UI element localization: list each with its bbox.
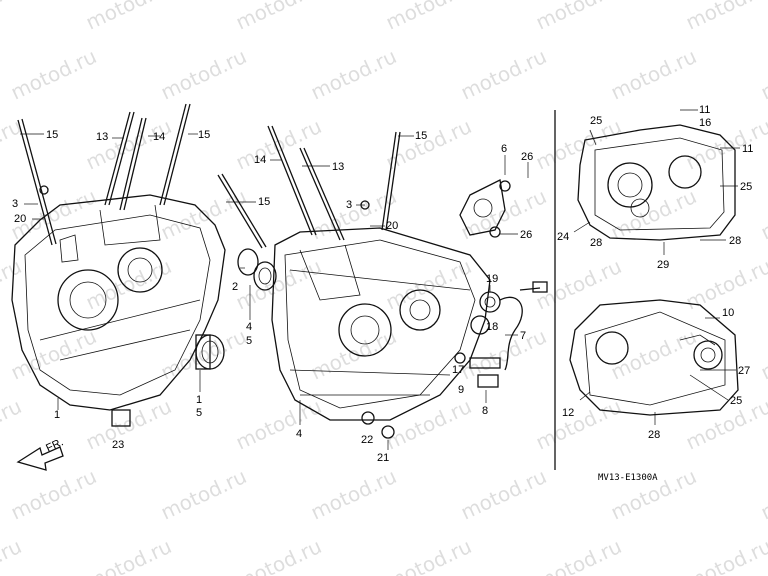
callout-label: 13 bbox=[96, 131, 108, 143]
callout-label: 4 bbox=[296, 428, 302, 440]
watermark-text: motod.ru bbox=[532, 394, 625, 455]
callout-label: 21 bbox=[377, 452, 389, 464]
callout-label: 12 bbox=[562, 407, 574, 419]
sensor-bracket bbox=[39, 179, 548, 439]
callout-label: 13 bbox=[332, 161, 344, 173]
callout-label: 15 bbox=[415, 130, 427, 142]
callout-label: 6 bbox=[501, 143, 507, 155]
callout-label: 22 bbox=[361, 434, 373, 446]
watermark-text: motod.ru bbox=[532, 114, 625, 175]
callout-label: 8 bbox=[482, 405, 488, 417]
lower-cover bbox=[569, 299, 739, 416]
watermark-text: motod.ru bbox=[607, 324, 700, 385]
callout-label: 17 bbox=[452, 364, 464, 376]
watermark-text: motod.ru bbox=[232, 394, 325, 455]
callout-label: 1 bbox=[54, 409, 60, 421]
watermark-text: motod.ru bbox=[232, 0, 325, 35]
callout-label: 11 bbox=[742, 143, 753, 155]
callout-label: 23 bbox=[112, 439, 124, 451]
callout-label: 15 bbox=[46, 129, 58, 141]
callout-label: 4 bbox=[246, 321, 252, 333]
watermark-text: motod.ru bbox=[532, 534, 625, 576]
callout-label: 14 bbox=[153, 131, 165, 143]
callout-label: 15 bbox=[258, 196, 270, 208]
watermark-text: motod.ru bbox=[382, 394, 475, 455]
watermark-text: motod.ru bbox=[382, 114, 475, 175]
watermark-text: motod.ru bbox=[457, 324, 550, 385]
callout-label: 16 bbox=[699, 117, 711, 129]
watermark-text: motod.ru bbox=[232, 254, 325, 315]
callout-label: 1 bbox=[196, 394, 202, 406]
watermark-text: motod.ru bbox=[757, 184, 768, 245]
callout-label: 27 bbox=[738, 365, 750, 377]
watermark-text: motod.ru bbox=[307, 464, 400, 525]
callout-label: 5 bbox=[196, 407, 202, 419]
watermark-text: motod.ru bbox=[607, 44, 700, 105]
watermark-text: motod.ru bbox=[307, 184, 400, 245]
watermark-text: motod.ru bbox=[82, 0, 175, 35]
watermark-text: motod.ru bbox=[307, 44, 400, 105]
watermark-text: motod.ru bbox=[7, 464, 100, 525]
watermark-text: motod.ru bbox=[7, 44, 100, 105]
watermark-text: motod.ru bbox=[682, 114, 768, 175]
watermark-text: motod.ru bbox=[757, 324, 768, 385]
watermark-text: motod.ru bbox=[0, 534, 25, 576]
watermark-text: motod.ru bbox=[457, 464, 550, 525]
callout-label: 25 bbox=[590, 115, 602, 127]
right-studs bbox=[267, 125, 401, 241]
callout-label: 15 bbox=[198, 129, 210, 141]
watermark-text: motod.ru bbox=[382, 0, 475, 35]
watermark-text: motod.ru bbox=[382, 534, 475, 576]
watermark-text: motod.ru bbox=[532, 0, 625, 35]
callout-label: 18 bbox=[486, 321, 498, 333]
callout-label: 26 bbox=[521, 151, 533, 163]
watermark-text: motod.ru bbox=[82, 114, 175, 175]
watermark-text: motod.ru bbox=[457, 44, 550, 105]
callout-label: 10 bbox=[722, 307, 734, 319]
callout-label: 20 bbox=[14, 213, 26, 225]
callout-label: 28 bbox=[648, 429, 660, 441]
watermark-text: motod.ru bbox=[0, 394, 25, 455]
watermark-text: motod.ru bbox=[307, 324, 400, 385]
bearings bbox=[111, 173, 277, 427]
callout-label: 3 bbox=[346, 199, 352, 211]
upper-gasket bbox=[577, 124, 736, 241]
callout-label: 28 bbox=[729, 235, 741, 247]
left-studs bbox=[17, 103, 191, 246]
callout-label: 25 bbox=[730, 395, 742, 407]
callouts-layer: 15 13 14 15 3 20 15 14 13 15 6 26 3 20 2… bbox=[12, 104, 753, 464]
callout-label: 7 bbox=[520, 330, 526, 342]
diagram-code: MV13-E1300A bbox=[598, 473, 658, 483]
callout-label: 24 bbox=[557, 231, 569, 243]
watermark-text: motod.ru bbox=[682, 254, 768, 315]
watermark-text: motod.ru bbox=[532, 254, 625, 315]
left-crankcase bbox=[11, 194, 226, 411]
callout-label: 28 bbox=[590, 237, 602, 249]
front-arrow: FR. bbox=[16, 436, 65, 471]
callout-label: 9 bbox=[458, 384, 464, 396]
watermark-text: motod.ru bbox=[757, 464, 768, 525]
watermark-text: motod.ru bbox=[157, 44, 250, 105]
callout-label: 20 bbox=[386, 220, 398, 232]
watermark-text: motod.ru bbox=[157, 464, 250, 525]
watermark-text: motod.ru bbox=[757, 44, 768, 105]
callout-label: 25 bbox=[740, 181, 752, 193]
watermark-text: motod.ru bbox=[0, 114, 25, 175]
callout-label: 29 bbox=[657, 259, 669, 271]
watermark-text: motod.ru bbox=[232, 534, 325, 576]
watermark-text: motod.ru bbox=[682, 394, 768, 455]
watermark-text: motod.ru bbox=[682, 0, 768, 35]
watermark-text: motod.ru bbox=[82, 394, 175, 455]
watermark-text: motod.ru bbox=[82, 534, 175, 576]
callout-label: 2 bbox=[232, 281, 238, 293]
callout-label: 19 bbox=[486, 273, 498, 285]
callout-label: 14 bbox=[254, 154, 266, 166]
watermark-text: motod.ru bbox=[682, 534, 768, 576]
callout-label: 3 bbox=[12, 198, 18, 210]
watermark-text: motod.ru bbox=[0, 0, 25, 35]
callout-label: 26 bbox=[520, 229, 532, 241]
callout-label: 5 bbox=[246, 335, 252, 347]
callout-label: 11 bbox=[699, 104, 710, 116]
